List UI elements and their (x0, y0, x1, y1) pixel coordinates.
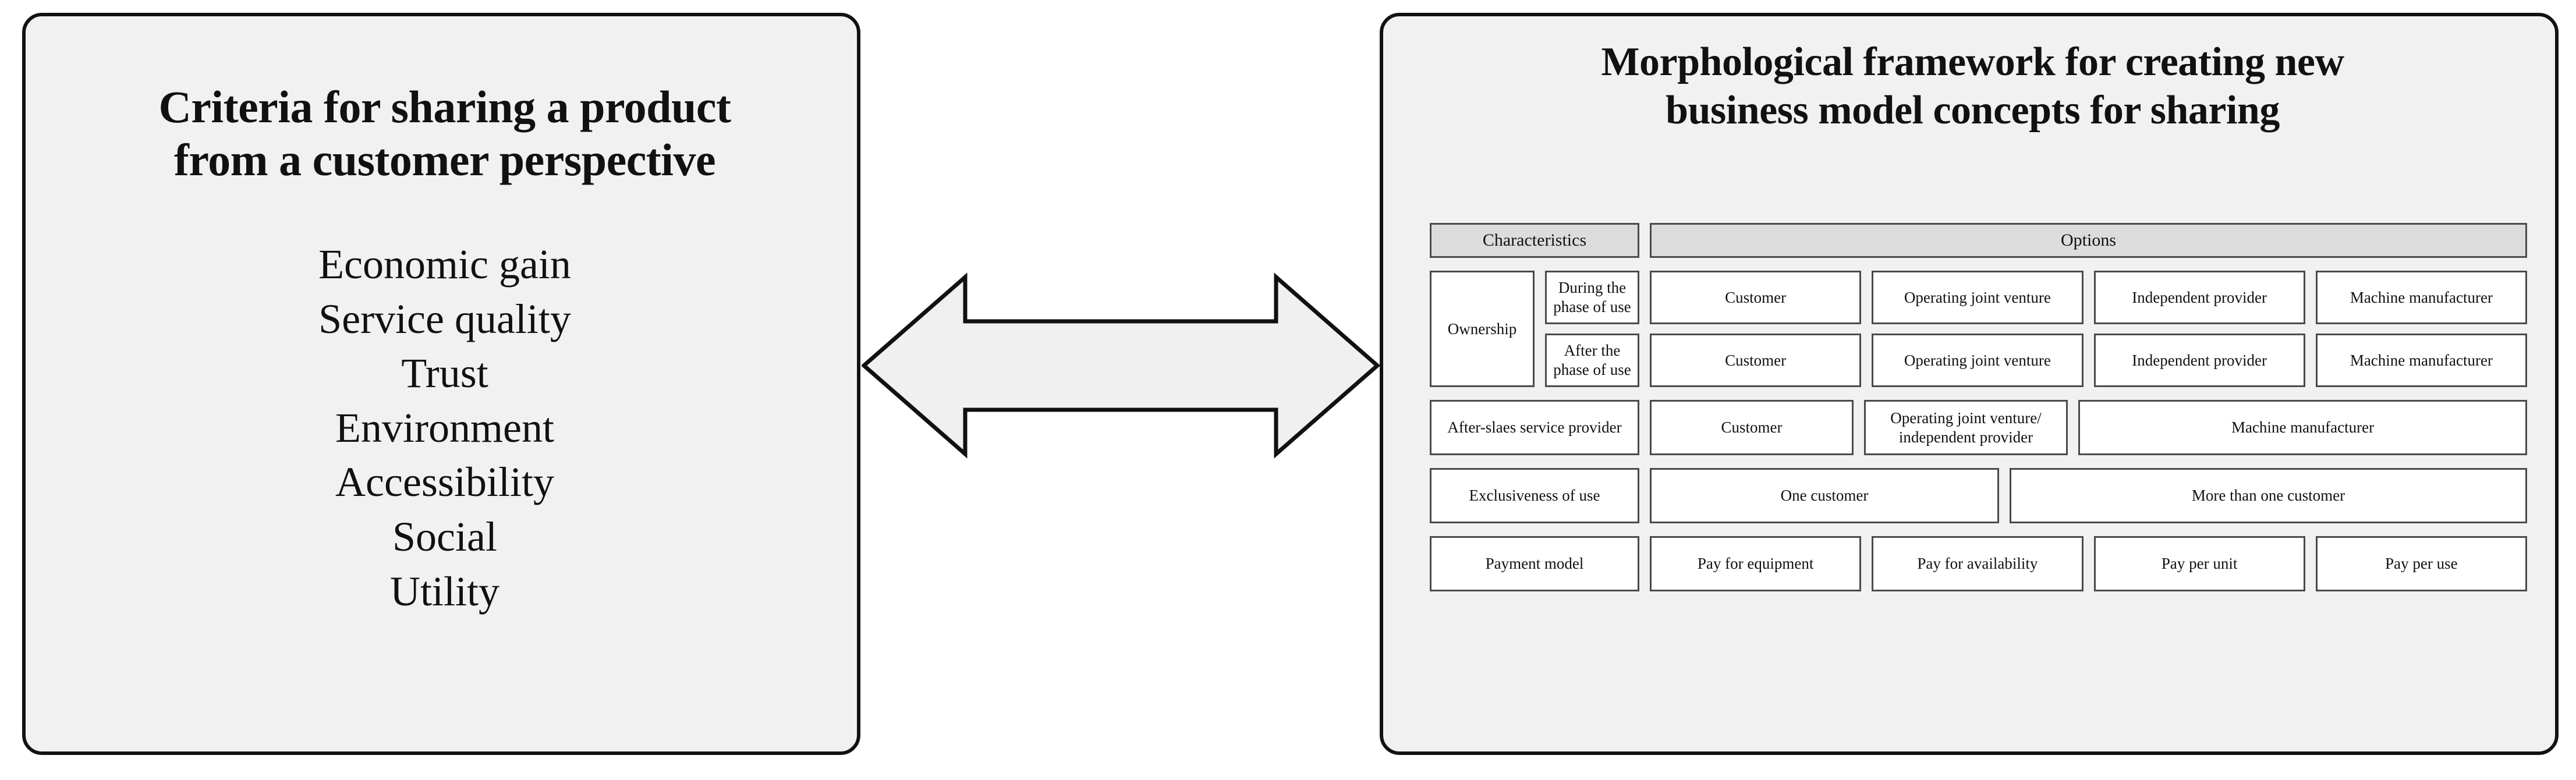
matrix-header-options: Options (1650, 223, 2527, 258)
criteria-item-environment: Environment (335, 404, 554, 451)
criteria-item-service-quality: Service quality (318, 295, 571, 342)
criteria-item-economic-gain: Economic gain (318, 241, 571, 288)
matrix-row-after-sales-service-provider: After-slaes service provider Customer Op… (1430, 400, 2527, 455)
option-ownership-during-independent-provider[interactable]: Independent provider (2093, 271, 2305, 324)
morphological-matrix: Characteristics Options Ownership During… (1430, 223, 2527, 735)
option-payment-pay-for-availability[interactable]: Pay for availability (1872, 536, 2084, 591)
option-ownership-after-operating-joint-venture[interactable]: Operating joint venture (1872, 334, 2084, 387)
option-exclusiveness-one-customer[interactable]: One customer (1650, 468, 1999, 523)
ownership-subrows: During the phase of use Customer Operati… (1545, 271, 2527, 387)
framework-panel-title: Morphological framework for creating new… (1424, 38, 2521, 134)
matrix-row-ownership: Ownership During the phase of use Custom… (1430, 271, 2527, 387)
matrix-header-row: Characteristics Options (1430, 223, 2527, 258)
matrix-header-characteristics: Characteristics (1430, 223, 1639, 258)
matrix-row-payment-model: Payment model Pay for equipment Pay for … (1430, 536, 2527, 591)
characteristic-exclusiveness-of-use[interactable]: Exclusiveness of use (1430, 468, 1639, 523)
criteria-title-line-2: from a customer perspective (173, 134, 716, 186)
characteristic-ownership[interactable]: Ownership (1430, 271, 1535, 387)
ownership-sublabel-during-phase-of-use[interactable]: During the phase of use (1545, 271, 1639, 324)
option-ownership-during-machine-manufacturer[interactable]: Machine manufacturer (2315, 271, 2527, 324)
option-ownership-after-customer[interactable]: Customer (1650, 334, 1862, 387)
ownership-subrow-after-phase-of-use: After the phase of use Customer Operatin… (1545, 334, 2527, 387)
option-ownership-during-customer[interactable]: Customer (1650, 271, 1862, 324)
option-after-sales-operating-joint-venture-independent-provider[interactable]: Operating joint venture/ independent pro… (1864, 400, 2068, 455)
option-after-sales-customer[interactable]: Customer (1650, 400, 1854, 455)
framework-panel: Morphological framework for creating new… (1380, 13, 2559, 755)
option-ownership-after-machine-manufacturer[interactable]: Machine manufacturer (2315, 334, 2527, 387)
characteristic-payment-model[interactable]: Payment model (1430, 536, 1639, 591)
option-exclusiveness-more-than-one-customer[interactable]: More than one customer (2010, 468, 2527, 523)
option-payment-pay-per-use[interactable]: Pay per use (2315, 536, 2527, 591)
criteria-item-accessibility: Accessibility (335, 459, 554, 506)
criteria-item-trust: Trust (401, 350, 488, 397)
criteria-panel-title: Criteria for sharing a product from a cu… (61, 80, 829, 187)
framework-title-line-1: Morphological framework for creating new (1601, 40, 2344, 84)
ownership-subrow-during-phase-of-use: During the phase of use Customer Operati… (1545, 271, 2527, 324)
matrix-row-exclusiveness-of-use: Exclusiveness of use One customer More t… (1430, 468, 2527, 523)
double-headed-arrow-icon (862, 272, 1380, 459)
framework-title-line-2: business model concepts for sharing (1666, 87, 2280, 133)
criteria-item-social: Social (392, 513, 497, 560)
option-after-sales-machine-manufacturer[interactable]: Machine manufacturer (2078, 400, 2527, 455)
option-payment-pay-for-equipment[interactable]: Pay for equipment (1650, 536, 1862, 591)
option-payment-pay-per-unit[interactable]: Pay per unit (2093, 536, 2305, 591)
option-ownership-after-independent-provider[interactable]: Independent provider (2093, 334, 2305, 387)
criteria-item-utility: Utility (389, 568, 499, 615)
criteria-list: Economic gain Service quality Trust Envi… (61, 237, 829, 619)
ownership-sublabel-after-phase-of-use[interactable]: After the phase of use (1545, 334, 1639, 387)
option-ownership-during-operating-joint-venture[interactable]: Operating joint venture (1872, 271, 2084, 324)
criteria-title-line-1: Criteria for sharing a product (158, 81, 731, 132)
characteristic-after-sales-service-provider[interactable]: After-slaes service provider (1430, 400, 1639, 455)
criteria-panel: Criteria for sharing a product from a cu… (22, 13, 860, 755)
